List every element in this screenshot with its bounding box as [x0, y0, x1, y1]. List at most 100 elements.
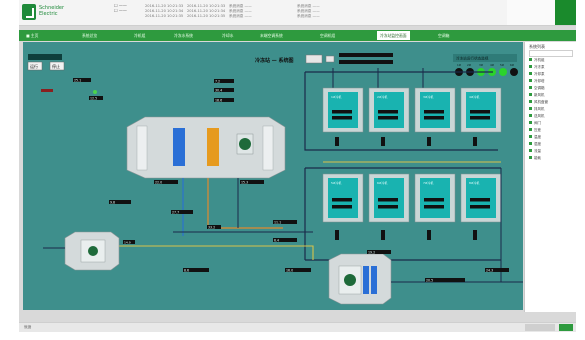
- heating-coil: [207, 128, 219, 166]
- title-button[interactable]: [305, 54, 323, 64]
- sidebar-item[interactable]: 冷却泵: [529, 72, 545, 77]
- sidebar-item[interactable]: 冷却塔: [529, 79, 545, 84]
- status-lamp-label: 6#: [510, 63, 515, 67]
- tab-chillers[interactable]: 冷机组: [134, 33, 146, 38]
- status-bar: 就绪: [19, 322, 576, 332]
- chiller-unit-1[interactable]: 1#冷机: [322, 87, 364, 133]
- chiller-unit-4[interactable]: 4#冷机: [460, 87, 502, 133]
- sidebar-item[interactable]: 湿度: [529, 142, 541, 147]
- event-cell: 2016-11-20 10:21:35: [187, 14, 225, 18]
- sidebar-item-label: 压差: [534, 128, 541, 132]
- sidebar-item[interactable]: 新风机: [529, 93, 545, 98]
- bullet-icon: [529, 86, 532, 89]
- status-lamp-label: 4#: [490, 63, 495, 67]
- sidebar-item[interactable]: 流量: [529, 149, 541, 154]
- hvac-canvas: 运行 停止 25.1 12.5 冷冻站 — 系统图 冷冻站运行状态监视 1# 2…: [23, 42, 523, 310]
- chiller-unit-8[interactable]: 8#冷机: [460, 173, 502, 223]
- bullet-icon: [529, 79, 532, 82]
- sidebar-item-label: 冷却泵: [534, 72, 545, 76]
- chiller-label: 6#冷机: [377, 180, 387, 185]
- value-box: [485, 268, 509, 272]
- chiller-unit-5[interactable]: 5#冷机: [322, 173, 364, 223]
- sidebar-item-label: 能耗: [534, 156, 541, 160]
- mode-line-2[interactable]: ☐ ——: [114, 8, 127, 13]
- chiller-unit-3[interactable]: 3#冷机: [414, 87, 456, 133]
- sidebar-item[interactable]: 能耗: [529, 156, 541, 161]
- sidebar-item[interactable]: 冷机组: [529, 58, 545, 63]
- event-cell: 2016-11-20 10:21:34: [187, 9, 225, 13]
- tab-ahu[interactable]: 空调机组: [320, 33, 336, 38]
- gauge: [381, 137, 385, 146]
- sidebar-item[interactable]: 阀门: [529, 121, 541, 126]
- status-lamp: [93, 90, 97, 94]
- event-message-column-2: 系统消息 —— 系统消息 —— 系统消息 ——: [297, 4, 357, 19]
- chiller-unit-6[interactable]: 6#冷机: [368, 173, 410, 223]
- fan-icon: [88, 246, 98, 256]
- sidebar-search-input[interactable]: [529, 50, 573, 57]
- tab-chilled-water[interactable]: 冷冻水系统: [174, 33, 193, 38]
- cooling-coil: [173, 128, 185, 166]
- chiller-label: 8#冷机: [469, 180, 479, 185]
- event-cell: 系统消息 ——: [297, 4, 320, 8]
- status-indicator: [559, 324, 573, 331]
- value-box: [240, 180, 264, 184]
- value-box: [273, 238, 297, 242]
- tab-air-box[interactable]: 空调箱: [438, 33, 450, 38]
- mode-line-1[interactable]: ☐ ——: [114, 3, 127, 8]
- diagram-title: 冷冻站 — 系统图: [255, 57, 293, 64]
- event-time-column-1: 2016-11-20 10:21:33 2016-11-20 10:21:34 …: [145, 4, 183, 19]
- value-box: [339, 53, 393, 57]
- left-fan-unit[interactable]: [64, 231, 120, 271]
- small-button[interactable]: [325, 55, 335, 63]
- sidebar-item-label: 冷机组: [534, 58, 545, 62]
- mode-selector[interactable]: ☐ —— ☐ ——: [114, 3, 127, 13]
- sidebar-item-label: 空调箱: [534, 86, 545, 90]
- chiller-label: 5#冷机: [331, 180, 341, 185]
- bullet-icon: [529, 156, 532, 159]
- sidebar-item[interactable]: 冷冻泵: [529, 65, 545, 70]
- gauge: [427, 137, 431, 146]
- sidebar-item[interactable]: 空调箱: [529, 86, 545, 91]
- sidebar-item-label: 湿度: [534, 142, 541, 146]
- gauge: [335, 137, 339, 146]
- alarm-indicator: [41, 89, 53, 92]
- value-readout: 20.5: [426, 278, 433, 282]
- status-lamp-label: 5#: [500, 63, 505, 67]
- event-cell: 系统消息 ——: [297, 9, 320, 13]
- warm-pipe: [103, 245, 314, 260]
- tab-overview[interactable]: 系统总览: [82, 33, 98, 38]
- bullet-icon: [529, 100, 532, 103]
- logo-text-line1: Schneider: [39, 5, 65, 11]
- tab-terminal-ac[interactable]: 末端空调系统: [260, 33, 283, 38]
- status-lamp-5: [499, 68, 507, 76]
- sidebar-item[interactable]: 风机盘管: [529, 100, 548, 105]
- sidebar-item-label: 冷却塔: [534, 79, 545, 83]
- chiller-unit-2[interactable]: 2#冷机: [368, 87, 410, 133]
- sidebar-item[interactable]: 送风机: [529, 114, 545, 119]
- chiller-label: 1#冷机: [331, 94, 341, 99]
- bullet-icon: [529, 121, 532, 124]
- value-box: [214, 79, 234, 83]
- bottom-air-unit[interactable]: [328, 253, 392, 305]
- legend-stop-label: 停止: [52, 63, 60, 69]
- event-cell: 2016-11-20 10:21:33: [187, 4, 225, 8]
- tab-cooling-water[interactable]: 冷却水: [222, 33, 234, 38]
- value-readout: 11.1: [274, 220, 281, 224]
- value-readout: 15.3: [241, 180, 248, 184]
- bullet-icon: [529, 128, 532, 131]
- main-air-handler-unit[interactable]: [126, 116, 286, 179]
- chiller-unit-7[interactable]: 7#冷机: [414, 173, 456, 223]
- event-time-column-2: 2016-11-20 10:21:33 2016-11-20 10:21:34 …: [187, 4, 225, 19]
- value-box: [73, 78, 91, 82]
- legend-stop-button[interactable]: [49, 61, 65, 71]
- sidebar-item[interactable]: 温度: [529, 135, 541, 140]
- sidebar-item-label: 温度: [534, 135, 541, 139]
- legend-run-button[interactable]: [27, 61, 43, 71]
- value-box: [154, 180, 178, 184]
- tab-chiller-plant[interactable]: 冷冻站监控画面: [377, 31, 410, 40]
- value-readout: 12.5: [90, 96, 97, 100]
- tab-home[interactable]: ■ 主页: [26, 33, 39, 38]
- sidebar-item[interactable]: 排风机: [529, 107, 545, 112]
- sidebar-item[interactable]: 压差: [529, 128, 541, 133]
- header-alarm-button[interactable]: [555, 0, 576, 25]
